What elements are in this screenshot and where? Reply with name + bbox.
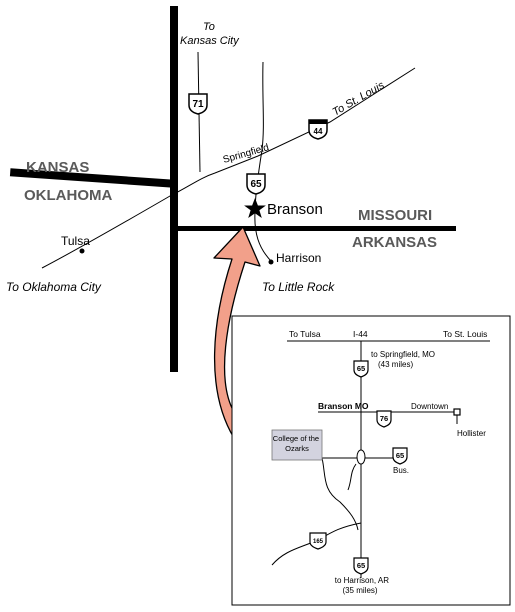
us71-shield: 71 (188, 93, 208, 115)
inset-us76-shield: 76 (376, 410, 392, 428)
inset-us165-shield: 165 (309, 532, 327, 550)
road-us65 (254, 61, 273, 263)
tulsa-label: Tulsa (61, 234, 90, 248)
kansas-city-label: To Kansas City (180, 21, 240, 47)
svg-text:165: 165 (313, 539, 324, 545)
hollister-marker (453, 408, 461, 416)
inset-us65-south-shield: 65 (353, 557, 369, 575)
inset-to-st-louis-label: To St. Louis (443, 329, 487, 339)
svg-text:71: 71 (192, 99, 204, 110)
svg-text:65: 65 (250, 179, 262, 190)
i44-shield: 44 (308, 119, 328, 140)
inset-side-road-2 (347, 463, 357, 491)
harrison-marker (268, 259, 274, 265)
border-kansas-missouri (170, 6, 178, 372)
little-rock-label: To Little Rock (262, 280, 335, 294)
us65-shield: 65 (246, 173, 266, 195)
inset-side-road-1 (321, 457, 359, 531)
kansas-label: KANSAS (26, 159, 89, 176)
tulsa-marker (79, 248, 85, 254)
border-missouri-arkansas (176, 226, 456, 231)
branson-star (244, 198, 266, 218)
inset-to-springfield-label: to Springfield, MO (43 miles) (371, 350, 437, 369)
regional-map: 71 44 65 To Kansas City To St. Louis Spr… (6, 6, 456, 372)
harrison-label: Harrison (276, 251, 321, 265)
inset-to-harrison-label: to Harrison, AR (35 miles) (335, 576, 391, 595)
svg-text:65: 65 (357, 364, 365, 373)
svg-text:65: 65 (357, 561, 365, 570)
st-louis-label: To St. Louis (331, 79, 387, 118)
missouri-label: MISSOURI (358, 207, 432, 224)
svg-text:65: 65 (396, 451, 404, 460)
inset-us65-north-shield: 65 (353, 360, 369, 378)
inset-i44-label: I-44 (353, 329, 368, 339)
inset-hollister-label: Hollister (457, 429, 486, 438)
inset-us65-bus-shield: 65 (392, 447, 408, 465)
border-kansas-oklahoma (9, 168, 175, 188)
inset-to-tulsa-label: To Tulsa (289, 329, 321, 339)
inset-frame (231, 315, 511, 606)
svg-text:44: 44 (314, 127, 323, 136)
inset-downtown-label: Downtown (411, 402, 448, 411)
inset-interchange (356, 449, 366, 465)
college-box (271, 429, 323, 461)
arkansas-label: ARKANSAS (352, 234, 437, 251)
college-label: College of the Ozarks (273, 434, 321, 453)
road-i44 (41, 67, 416, 269)
svg-text:76: 76 (380, 414, 388, 423)
inset-bus-label: Bus. (393, 466, 409, 475)
branson-label: Branson (267, 201, 323, 218)
oklahoma-city-label: To Oklahoma City (6, 280, 102, 294)
inset-branson-mo-label: Branson MO (318, 401, 369, 411)
oklahoma-label: OKLAHOMA (24, 187, 112, 204)
springfield-label: Springfield (222, 142, 270, 166)
inset-map: College of the Ozarks 65 76 65 165 65 To… (231, 315, 511, 606)
